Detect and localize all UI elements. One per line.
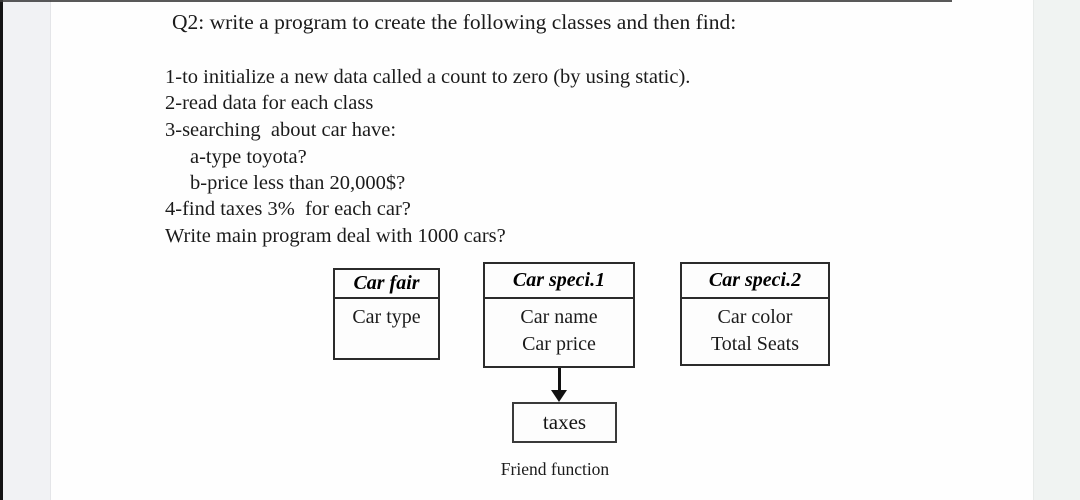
down-arrow-icon bbox=[551, 390, 567, 402]
question-title: Q2: write a program to create the follow… bbox=[172, 10, 737, 34]
taxes-label: taxes bbox=[542, 410, 587, 434]
requirement-line-3b: b-price less than 20,000$? bbox=[190, 172, 406, 194]
class-box-title: Car speci.1 bbox=[485, 264, 633, 299]
requirement-line-1: 1-to initialize a new data called a coun… bbox=[165, 66, 691, 88]
class-member: Total Seats bbox=[710, 333, 800, 355]
requirement-line-2: 2-read data for each class bbox=[165, 92, 374, 114]
class-box-car-speci-2: Car speci.2 Car color Total Seats bbox=[680, 262, 830, 366]
class-member: Car color bbox=[717, 306, 793, 328]
top-scan-edge-line bbox=[0, 0, 952, 2]
requirement-line-3a: a-type toyota? bbox=[190, 146, 307, 168]
requirement-line-3: 3-searching about car have: bbox=[165, 119, 397, 141]
taxes-function-box: taxes bbox=[512, 402, 617, 443]
class-member: Car price bbox=[522, 333, 596, 355]
class-box-car-fair: Car fair Car type bbox=[333, 268, 440, 360]
down-arrow-shaft bbox=[558, 368, 561, 392]
class-box-title: Car speci.2 bbox=[682, 264, 828, 299]
right-scan-margin bbox=[1033, 0, 1080, 500]
diagram-caption: Friend function bbox=[500, 459, 610, 479]
class-box-car-speci-1: Car speci.1 Car name Car price bbox=[483, 262, 635, 368]
requirement-line-5: Write main program deal with 1000 cars? bbox=[165, 225, 506, 247]
left-scan-edge-line bbox=[0, 0, 3, 500]
left-scan-margin bbox=[3, 0, 51, 500]
requirement-line-4: 4-find taxes 3% for each car? bbox=[165, 198, 411, 220]
class-member: Car type bbox=[352, 306, 421, 328]
class-box-title: Car fair bbox=[335, 270, 438, 299]
class-member: Car name bbox=[520, 306, 598, 328]
